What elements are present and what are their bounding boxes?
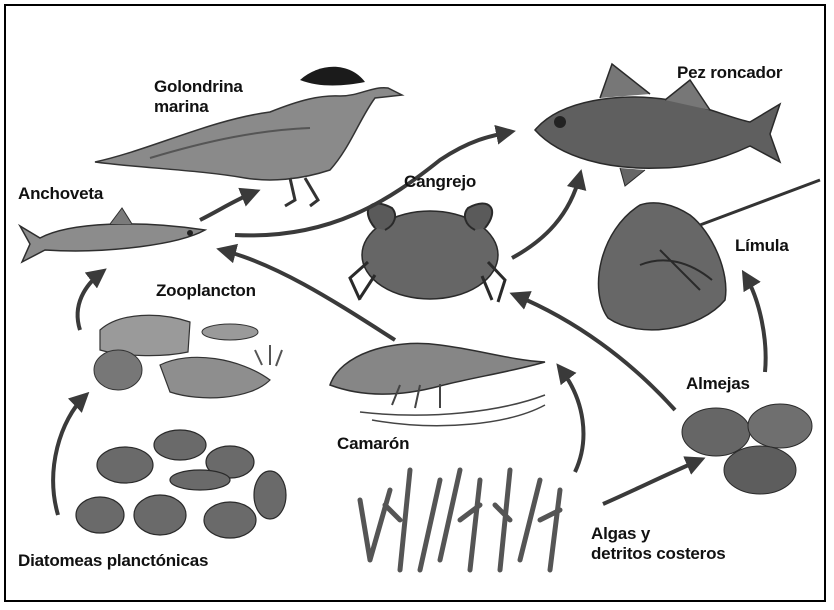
label-golondrina-marina: Golondrina marina <box>154 77 243 117</box>
label-golondrina-line2: marina <box>154 97 243 117</box>
shrimp-illustration <box>330 343 545 425</box>
arrow-diatoms-to-zooplankton <box>53 396 85 515</box>
arrow-anchovy-to-tern <box>200 192 255 220</box>
label-zooplancton: Zooplancton <box>156 281 256 301</box>
label-cangrejo: Cangrejo <box>404 172 476 192</box>
label-diatomeas: Diatomeas planctónicas <box>18 551 208 571</box>
label-pez-roncador: Pez roncador <box>677 63 782 83</box>
label-algas-line1: Algas y <box>591 524 726 544</box>
label-anchoveta: Anchoveta <box>18 184 103 204</box>
label-golondrina-line1: Golondrina <box>154 77 243 97</box>
diatoms-illustration <box>76 430 286 538</box>
arrow-algae-to-clams <box>603 460 700 504</box>
arrow-zooplankton-to-anchovy <box>78 272 102 330</box>
arrow-crab-to-croaker <box>512 175 580 258</box>
anchovy-illustration <box>20 208 205 262</box>
label-limula: Límula <box>735 236 789 256</box>
arrow-algae-to-shrimp <box>560 368 583 472</box>
label-camaron: Camarón <box>337 434 409 454</box>
zooplankton-illustration <box>94 315 282 398</box>
crab-illustration <box>350 204 505 302</box>
label-algas-detritos: Algas y detritos costeros <box>591 524 726 564</box>
arrow-clams-to-limula <box>745 275 766 372</box>
algae-illustration <box>360 470 560 570</box>
label-algas-line2: detritos costeros <box>591 544 726 564</box>
clams-illustration <box>682 404 812 494</box>
label-almejas: Almejas <box>686 374 750 394</box>
tern-illustration <box>95 67 402 206</box>
